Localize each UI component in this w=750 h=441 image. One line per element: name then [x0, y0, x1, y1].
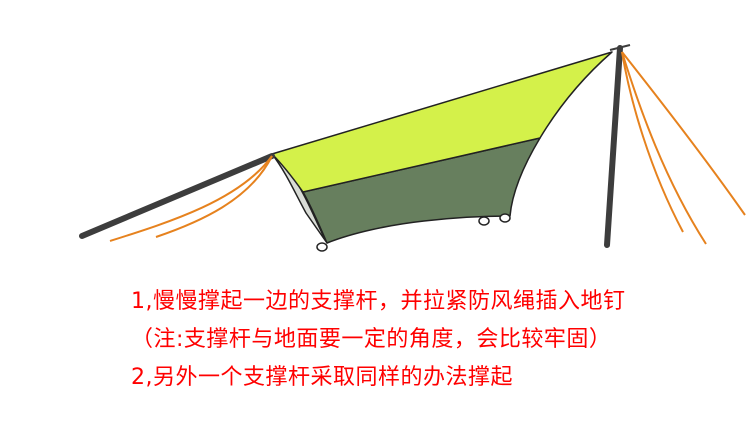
left-guy-rope: [155, 155, 273, 238]
tarp-top-surface: [271, 51, 613, 193]
tarp-tie-out-loop: [499, 213, 511, 223]
right-guy-rope: [621, 51, 707, 245]
instruction-step-2: 2,另外一个支撑杆采取同样的办法撑起: [131, 365, 513, 390]
instruction-step-1: 1,慢慢撑起一边的支撑杆，并拉紧防风绳插入地钉: [131, 289, 626, 314]
tarp-tie-out-loop: [478, 216, 490, 226]
instruction-note: （注:支撑杆与地面要一定的角度，会比较牢固）: [131, 327, 612, 352]
tarp-underside-shade: [302, 137, 541, 244]
left-guy-rope: [109, 155, 273, 242]
right-guy-rope: [621, 51, 746, 216]
right-guy-rope: [621, 51, 684, 233]
left-support-pole: [79, 153, 275, 239]
right-support-pole: [604, 45, 623, 248]
tarp-tie-out-loop: [316, 242, 328, 252]
right-pole-tip: [609, 44, 631, 51]
